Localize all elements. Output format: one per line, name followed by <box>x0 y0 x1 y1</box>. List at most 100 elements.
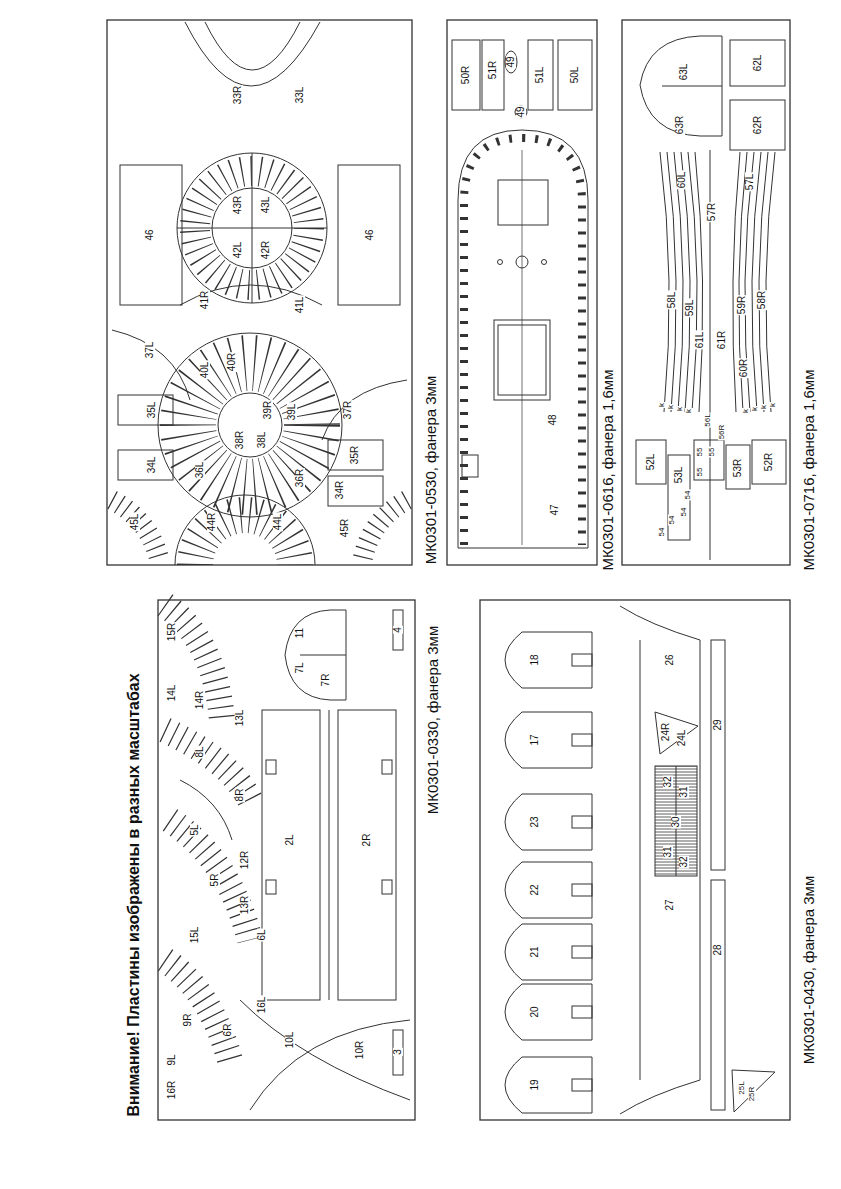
plywood-sheet <box>107 20 412 565</box>
plywood-sheet <box>505 984 592 1040</box>
part-number: 23 <box>530 815 540 828</box>
part-number: 18 <box>530 653 540 666</box>
plywood-sheet <box>329 710 330 1000</box>
part-number: 6L <box>257 928 267 941</box>
part-number: 53R <box>733 458 743 478</box>
plywood-sheet <box>158 600 415 1120</box>
plywood-sheet <box>505 51 517 73</box>
part-number: 59R <box>737 295 747 315</box>
plywood-sheet <box>694 440 724 480</box>
plywood-sheet <box>515 106 527 118</box>
part-number: 51R <box>488 60 498 80</box>
part-number: 37L <box>145 341 155 360</box>
part-number: 39L <box>287 403 297 422</box>
plywood-sheet <box>482 40 504 110</box>
part-number: 45R <box>340 518 350 538</box>
plywood-sheet <box>688 152 697 412</box>
part-number: 58R <box>757 290 767 310</box>
part-number: 61L <box>695 331 705 350</box>
plywood-sheet <box>118 450 173 480</box>
part-number: 47 <box>550 503 560 516</box>
plywood-sheet <box>572 1006 592 1018</box>
plywood-sheet <box>730 40 785 86</box>
part-number: 57R <box>707 202 717 222</box>
plywood-sheet <box>662 86 722 87</box>
part-number: 9R <box>183 1013 193 1028</box>
part-number: 53L <box>674 466 684 485</box>
part-number: 8R <box>235 788 245 803</box>
part-number: 40L <box>200 361 210 380</box>
plywood-sheet <box>112 500 160 562</box>
plywood-sheet <box>505 712 592 768</box>
part-number: 45L <box>130 513 140 532</box>
part-number: 6R <box>223 1023 233 1038</box>
part-number: 21 <box>530 945 540 958</box>
part-number: 43L <box>261 196 271 215</box>
plywood-sheet <box>362 500 407 562</box>
part-number: 54 <box>684 490 692 501</box>
plywood-sheet <box>240 1000 410 1100</box>
plywood-sheet <box>572 1079 592 1091</box>
plywood-sheet <box>498 260 503 265</box>
part-number: 63L <box>679 63 689 82</box>
part-number: k <box>667 404 675 410</box>
plywood-sheet <box>338 710 396 1000</box>
plywood-sheet <box>505 1057 592 1113</box>
part-number: 63R <box>675 115 685 135</box>
part-number: 3 <box>393 1048 403 1056</box>
plywood-sheet <box>177 153 327 303</box>
plywood-sheet <box>711 880 725 1110</box>
part-number: 62L <box>753 54 763 73</box>
part-number: k <box>742 408 750 414</box>
plywood-sheet <box>480 600 790 1120</box>
part-number: 50L <box>570 66 580 85</box>
plywood-sheet <box>328 440 383 470</box>
part-number: 54 <box>658 527 666 538</box>
plywood-sheet <box>250 1020 410 1110</box>
part-number: 52R <box>764 452 774 472</box>
plywood-sheet <box>180 780 232 840</box>
part-number: 38R <box>235 430 245 450</box>
plywood-sheet <box>766 152 775 412</box>
part-number: 22 <box>530 883 540 896</box>
plywood-sheet <box>165 960 230 1060</box>
plywood-sheet <box>726 445 750 489</box>
plywood-sheet <box>498 180 548 225</box>
plywood-sheet <box>447 20 597 565</box>
plywood-sheet <box>158 600 415 1120</box>
part-number: 40R <box>227 352 237 372</box>
part-number: 7R <box>321 673 331 688</box>
plywood-sheet <box>393 1030 403 1075</box>
plywood-sheet <box>188 363 312 487</box>
part-number: 4 <box>393 626 403 634</box>
plywood-sheet <box>572 946 592 958</box>
part-number: 24R <box>661 722 671 742</box>
plywood-sheet <box>175 495 315 565</box>
part-number: 32 <box>663 775 673 788</box>
part-number: 20 <box>530 1005 540 1018</box>
plywood-sheet <box>640 36 722 136</box>
part-number: k <box>751 406 759 412</box>
part-number: 49 <box>516 105 526 118</box>
part-number: 5L <box>190 823 200 836</box>
part-number: 35R <box>350 445 360 465</box>
plywood-sheet <box>655 766 697 876</box>
plywood-sheet <box>516 256 528 268</box>
part-number: 5R <box>210 873 220 888</box>
plywood-sheet <box>528 40 553 110</box>
part-number: 33R <box>233 85 243 105</box>
part-number: 44L <box>273 513 283 532</box>
plywood-sheet <box>732 1070 775 1112</box>
plywood-sheet <box>218 393 282 457</box>
part-number: 2L <box>285 833 295 846</box>
plywood-sheet <box>112 330 190 400</box>
plywood-sheet <box>458 130 588 548</box>
plywood-sheet <box>674 152 683 412</box>
part-number: k <box>658 402 666 408</box>
part-number: 42L <box>233 241 243 260</box>
part-number: 49 <box>506 55 516 68</box>
plywood-sheet <box>730 100 785 150</box>
part-number: 55 <box>696 447 704 458</box>
part-number: k <box>769 402 777 408</box>
part-number: 16L <box>257 996 267 1015</box>
